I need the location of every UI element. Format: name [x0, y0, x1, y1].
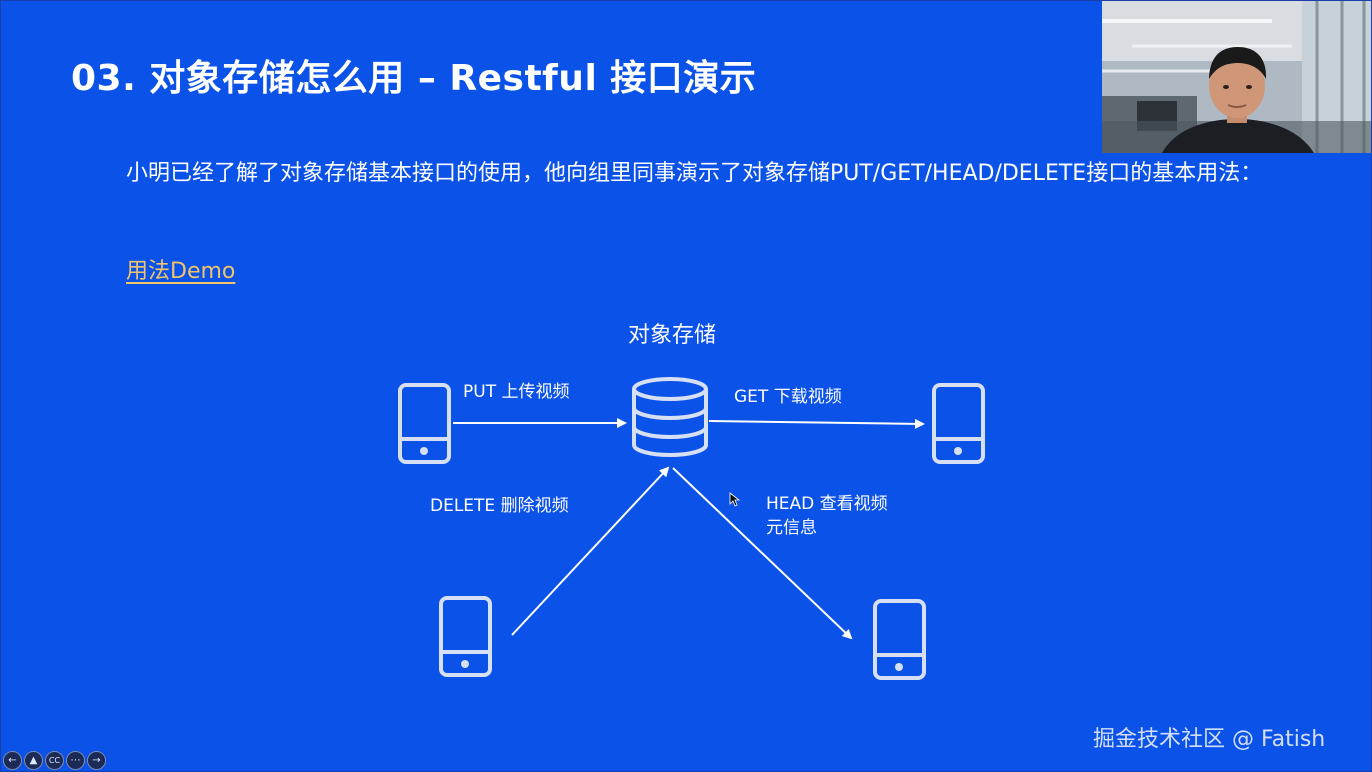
head-label-line2: 元信息 [766, 518, 817, 538]
more-icon[interactable]: ⋯ [66, 751, 85, 770]
mouse-cursor-icon [729, 492, 741, 507]
presenter-camera-feed [1102, 1, 1371, 153]
slide-title: 03. 对象存储怎么用 – Restful 接口演示 [71, 58, 757, 99]
back-icon[interactable]: ← [3, 751, 22, 770]
head-arrow [672, 467, 853, 640]
captions-icon[interactable]: CC [45, 751, 64, 770]
diagram-title: 对象存储 [628, 323, 717, 348]
player-controls: ← ▲ CC ⋯ → [3, 751, 106, 770]
client-phone-put [398, 383, 451, 464]
demo-link[interactable]: 用法Demo [126, 259, 236, 284]
client-phone-delete [439, 596, 492, 677]
put-label: PUT 上传视频 [463, 382, 570, 402]
client-phone-get [932, 383, 985, 464]
intro-paragraph: 小明已经了解了对象存储基本接口的使用，他向组里同事演示了对象存储PUT/GET/… [126, 161, 1263, 186]
watermark: 掘金技术社区 @ Fatish [1093, 727, 1326, 752]
pointer-icon[interactable]: ▲ [24, 751, 43, 770]
get-label: GET 下载视频 [734, 387, 842, 407]
head-label-line1: HEAD 查看视频 [766, 494, 888, 514]
delete-arrow [511, 466, 670, 636]
forward-icon[interactable]: → [87, 751, 106, 770]
database-icon [632, 377, 708, 457]
get-arrow [708, 418, 925, 429]
client-phone-head [873, 599, 926, 680]
delete-label: DELETE 删除视频 [430, 496, 569, 516]
head-label: HEAD 查看视频 元信息 [766, 492, 888, 540]
